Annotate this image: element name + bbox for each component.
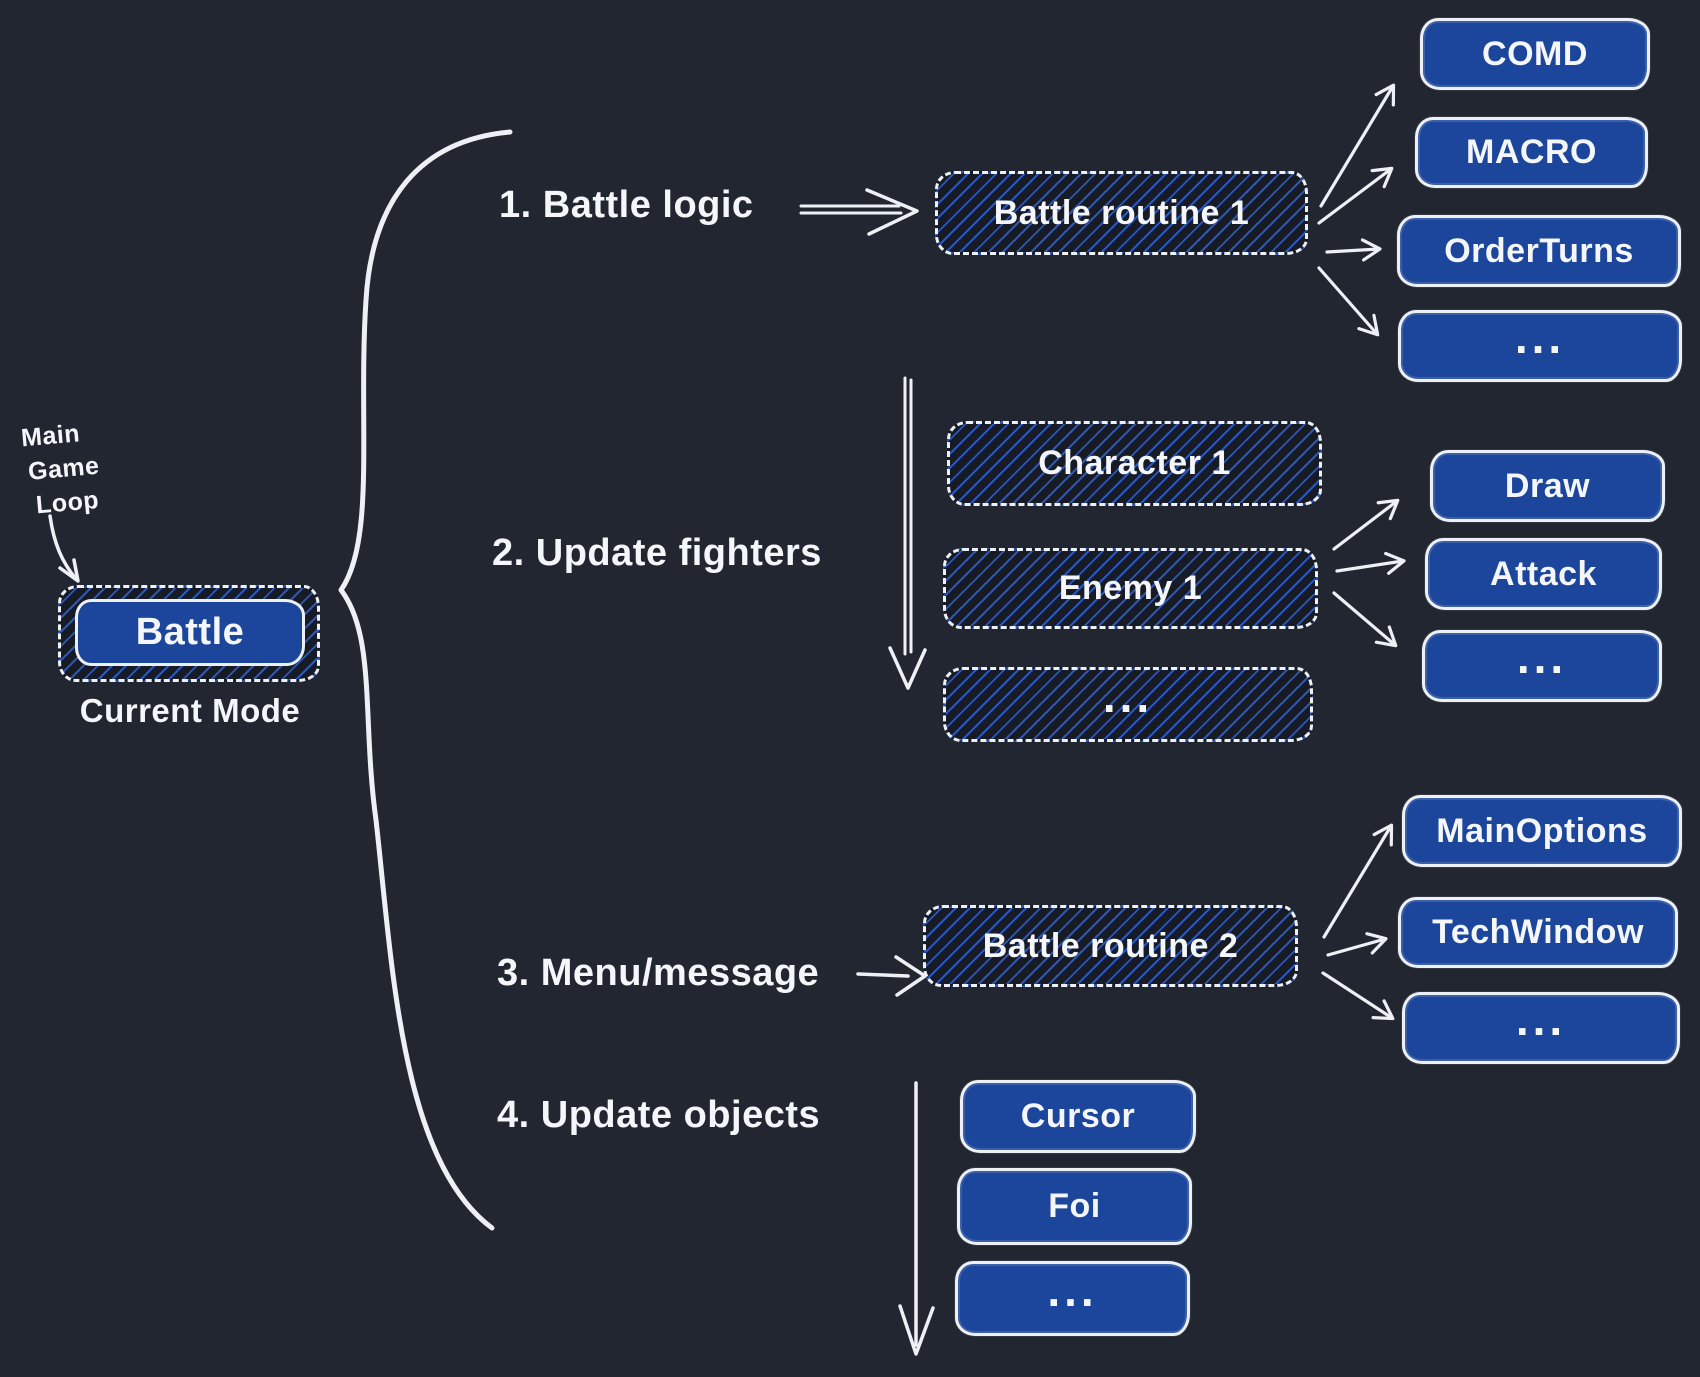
- step-label-1: 1. Battle logic: [499, 184, 754, 226]
- arrow-routine1-comd: [1319, 83, 1396, 208]
- node-orderturns: OrderTurns: [1397, 215, 1681, 287]
- node-character-1: Character 1: [947, 421, 1322, 506]
- arrow-step4-head: [898, 1304, 935, 1356]
- arrow-step1-head: [865, 188, 919, 236]
- node-cursor: Cursor: [960, 1080, 1196, 1153]
- node-attack: Attack: [1425, 538, 1662, 610]
- arrow-routine2-more: [1321, 971, 1395, 1021]
- arrow-main-loop-head: [58, 558, 80, 583]
- node-battle-routine-1: Battle routine 1: [935, 171, 1308, 255]
- arrow-fighters-attack: [1335, 551, 1406, 575]
- main-game-loop-label: Main Game Loop: [20, 415, 104, 523]
- node-enemy-1: Enemy 1: [943, 548, 1318, 629]
- node-macro: MACRO: [1415, 117, 1648, 188]
- arrow-routine1-macro: [1317, 166, 1394, 225]
- node-draw: Draw: [1430, 450, 1665, 522]
- arrow-main-loop: [48, 514, 78, 581]
- arrow-step2-head: [888, 646, 927, 690]
- battle-mode-inner: Battle: [75, 599, 305, 666]
- node-foi: Foi: [957, 1168, 1192, 1245]
- node-techwindow: TechWindow: [1398, 897, 1678, 968]
- arrow-fighters-draw: [1332, 498, 1400, 551]
- grouping-brace: [338, 129, 513, 1231]
- step-label-3: 3. Menu/message: [497, 952, 820, 994]
- step-label-2: 2. Update fighters: [492, 532, 822, 574]
- arrow-routine2-mainoptions: [1322, 823, 1394, 939]
- node-fighters-more: ...: [943, 667, 1313, 742]
- main-game-loop-line: Loop: [34, 485, 101, 520]
- arrow-routine1-more: [1317, 266, 1380, 337]
- arrow-routine2-techwindow: [1326, 932, 1388, 957]
- node-fighter-actions-more: ...: [1422, 630, 1662, 702]
- node-battle-logic-more: ...: [1398, 310, 1682, 382]
- current-mode-label: Current Mode: [79, 692, 301, 729]
- node-menu-more: ...: [1402, 992, 1680, 1064]
- node-battle-routine-2: Battle routine 2: [923, 905, 1298, 987]
- arrow-step3-head: [894, 955, 927, 997]
- node-comd: COMD: [1420, 18, 1650, 90]
- node-battle-mode: Battle: [58, 585, 320, 682]
- arrow-step3-shaft: [856, 972, 910, 978]
- step-label-4: 4. Update objects: [497, 1094, 821, 1136]
- node-mainoptions: MainOptions: [1402, 795, 1682, 867]
- arrow-fighters-more: [1332, 591, 1398, 648]
- arrow-routine1-orderturns: [1325, 238, 1382, 262]
- node-objects-more: ...: [955, 1261, 1190, 1336]
